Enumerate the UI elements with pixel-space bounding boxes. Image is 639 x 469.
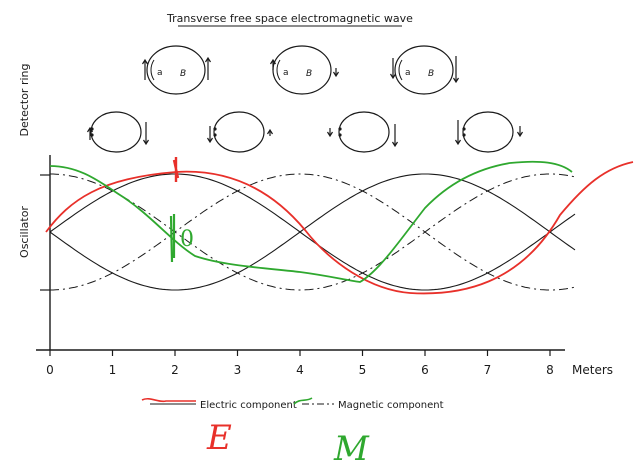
ring-arrow-left bbox=[454, 120, 462, 146]
electric-peak-mark bbox=[172, 157, 180, 182]
ring-arrow-left bbox=[269, 58, 277, 70]
oscillator-wave-dashed bbox=[50, 173, 576, 291]
field-mark-zero: 0 bbox=[180, 227, 194, 252]
ring-arrow-right bbox=[204, 56, 212, 80]
magnetic-component-curve bbox=[49, 160, 573, 283]
x-axis-label: Meters bbox=[572, 363, 613, 377]
ring-charge-dot bbox=[462, 127, 466, 131]
detector-ring bbox=[146, 45, 206, 95]
legend-electric-label: Electric component bbox=[200, 400, 297, 411]
ring-electric-label: a bbox=[405, 68, 411, 78]
detector-ring bbox=[338, 111, 390, 153]
ring-electric-label: a bbox=[283, 68, 289, 78]
legend-magnetic-swatch-green bbox=[293, 397, 313, 405]
electric-letter-annotation: E bbox=[206, 418, 232, 458]
x-tick-label: 7 bbox=[484, 363, 492, 377]
ring-magnetic-label: B bbox=[306, 69, 312, 79]
detector-ring-label: Detector ring bbox=[18, 64, 31, 137]
ring-arrow-left bbox=[86, 126, 94, 140]
magnetic-field-mark bbox=[169, 214, 176, 263]
ring-charge-dot bbox=[462, 133, 466, 137]
legend-electric-swatch-red bbox=[141, 397, 196, 403]
x-tick-label: 4 bbox=[296, 363, 304, 377]
x-tick-label: 2 bbox=[171, 363, 179, 377]
ring-bracket bbox=[398, 59, 403, 81]
legend-magnetic-label: Magnetic component bbox=[338, 400, 444, 411]
ring-arrow-left bbox=[389, 58, 397, 80]
ring-arrow-right bbox=[266, 128, 274, 136]
x-tick-label: 8 bbox=[546, 363, 554, 377]
ring-bracket bbox=[276, 59, 281, 81]
magnetic-letter-annotation: M bbox=[333, 429, 370, 465]
ring-arrow-right bbox=[332, 68, 340, 78]
detector-ring bbox=[90, 111, 142, 153]
ring-arrow-right bbox=[452, 56, 460, 84]
ring-charge-dot bbox=[213, 133, 217, 137]
ring-arrow-left bbox=[326, 128, 334, 138]
x-tick-label: 3 bbox=[234, 363, 242, 377]
detector-ring bbox=[462, 111, 514, 153]
ring-arrow-right bbox=[391, 124, 399, 148]
detector-ring bbox=[272, 45, 332, 95]
ring-charge-dot bbox=[213, 127, 217, 131]
x-tick-label: 1 bbox=[109, 363, 117, 377]
ring-magnetic-label: B bbox=[180, 69, 186, 79]
ring-bracket bbox=[150, 59, 155, 81]
ring-charge-dot bbox=[338, 133, 342, 137]
x-tick-label: 5 bbox=[359, 363, 367, 377]
ring-charge-dot bbox=[90, 133, 94, 137]
detector-ring bbox=[213, 111, 265, 153]
oscillator-wave-dashed-inverse bbox=[50, 173, 576, 291]
oscillator-label: Oscillator bbox=[18, 206, 31, 258]
x-tick-label: 6 bbox=[421, 363, 429, 377]
electric-component-curve bbox=[45, 161, 634, 295]
diagram-title: Transverse free space electromagnetic wa… bbox=[166, 12, 413, 25]
x-ticks bbox=[49, 350, 551, 356]
x-tick-labels: 0 1 2 3 4 5 6 7 8 bbox=[46, 363, 554, 377]
legend: Electric component Magnetic component bbox=[141, 397, 444, 411]
oscillator-wave-solid-inverse bbox=[49, 173, 576, 291]
ring-arrow-right bbox=[516, 126, 524, 138]
ring-arrow-left bbox=[141, 58, 149, 80]
x-tick-label: 0 bbox=[46, 363, 54, 377]
ring-electric-label: a bbox=[157, 68, 163, 78]
ring-arrow-right bbox=[142, 122, 150, 146]
detector-ring bbox=[394, 45, 454, 95]
ring-arrow-left bbox=[206, 126, 214, 144]
oscillator-wave-solid bbox=[49, 173, 576, 291]
ring-charge-dot bbox=[338, 127, 342, 131]
ring-magnetic-label: B bbox=[428, 69, 434, 79]
